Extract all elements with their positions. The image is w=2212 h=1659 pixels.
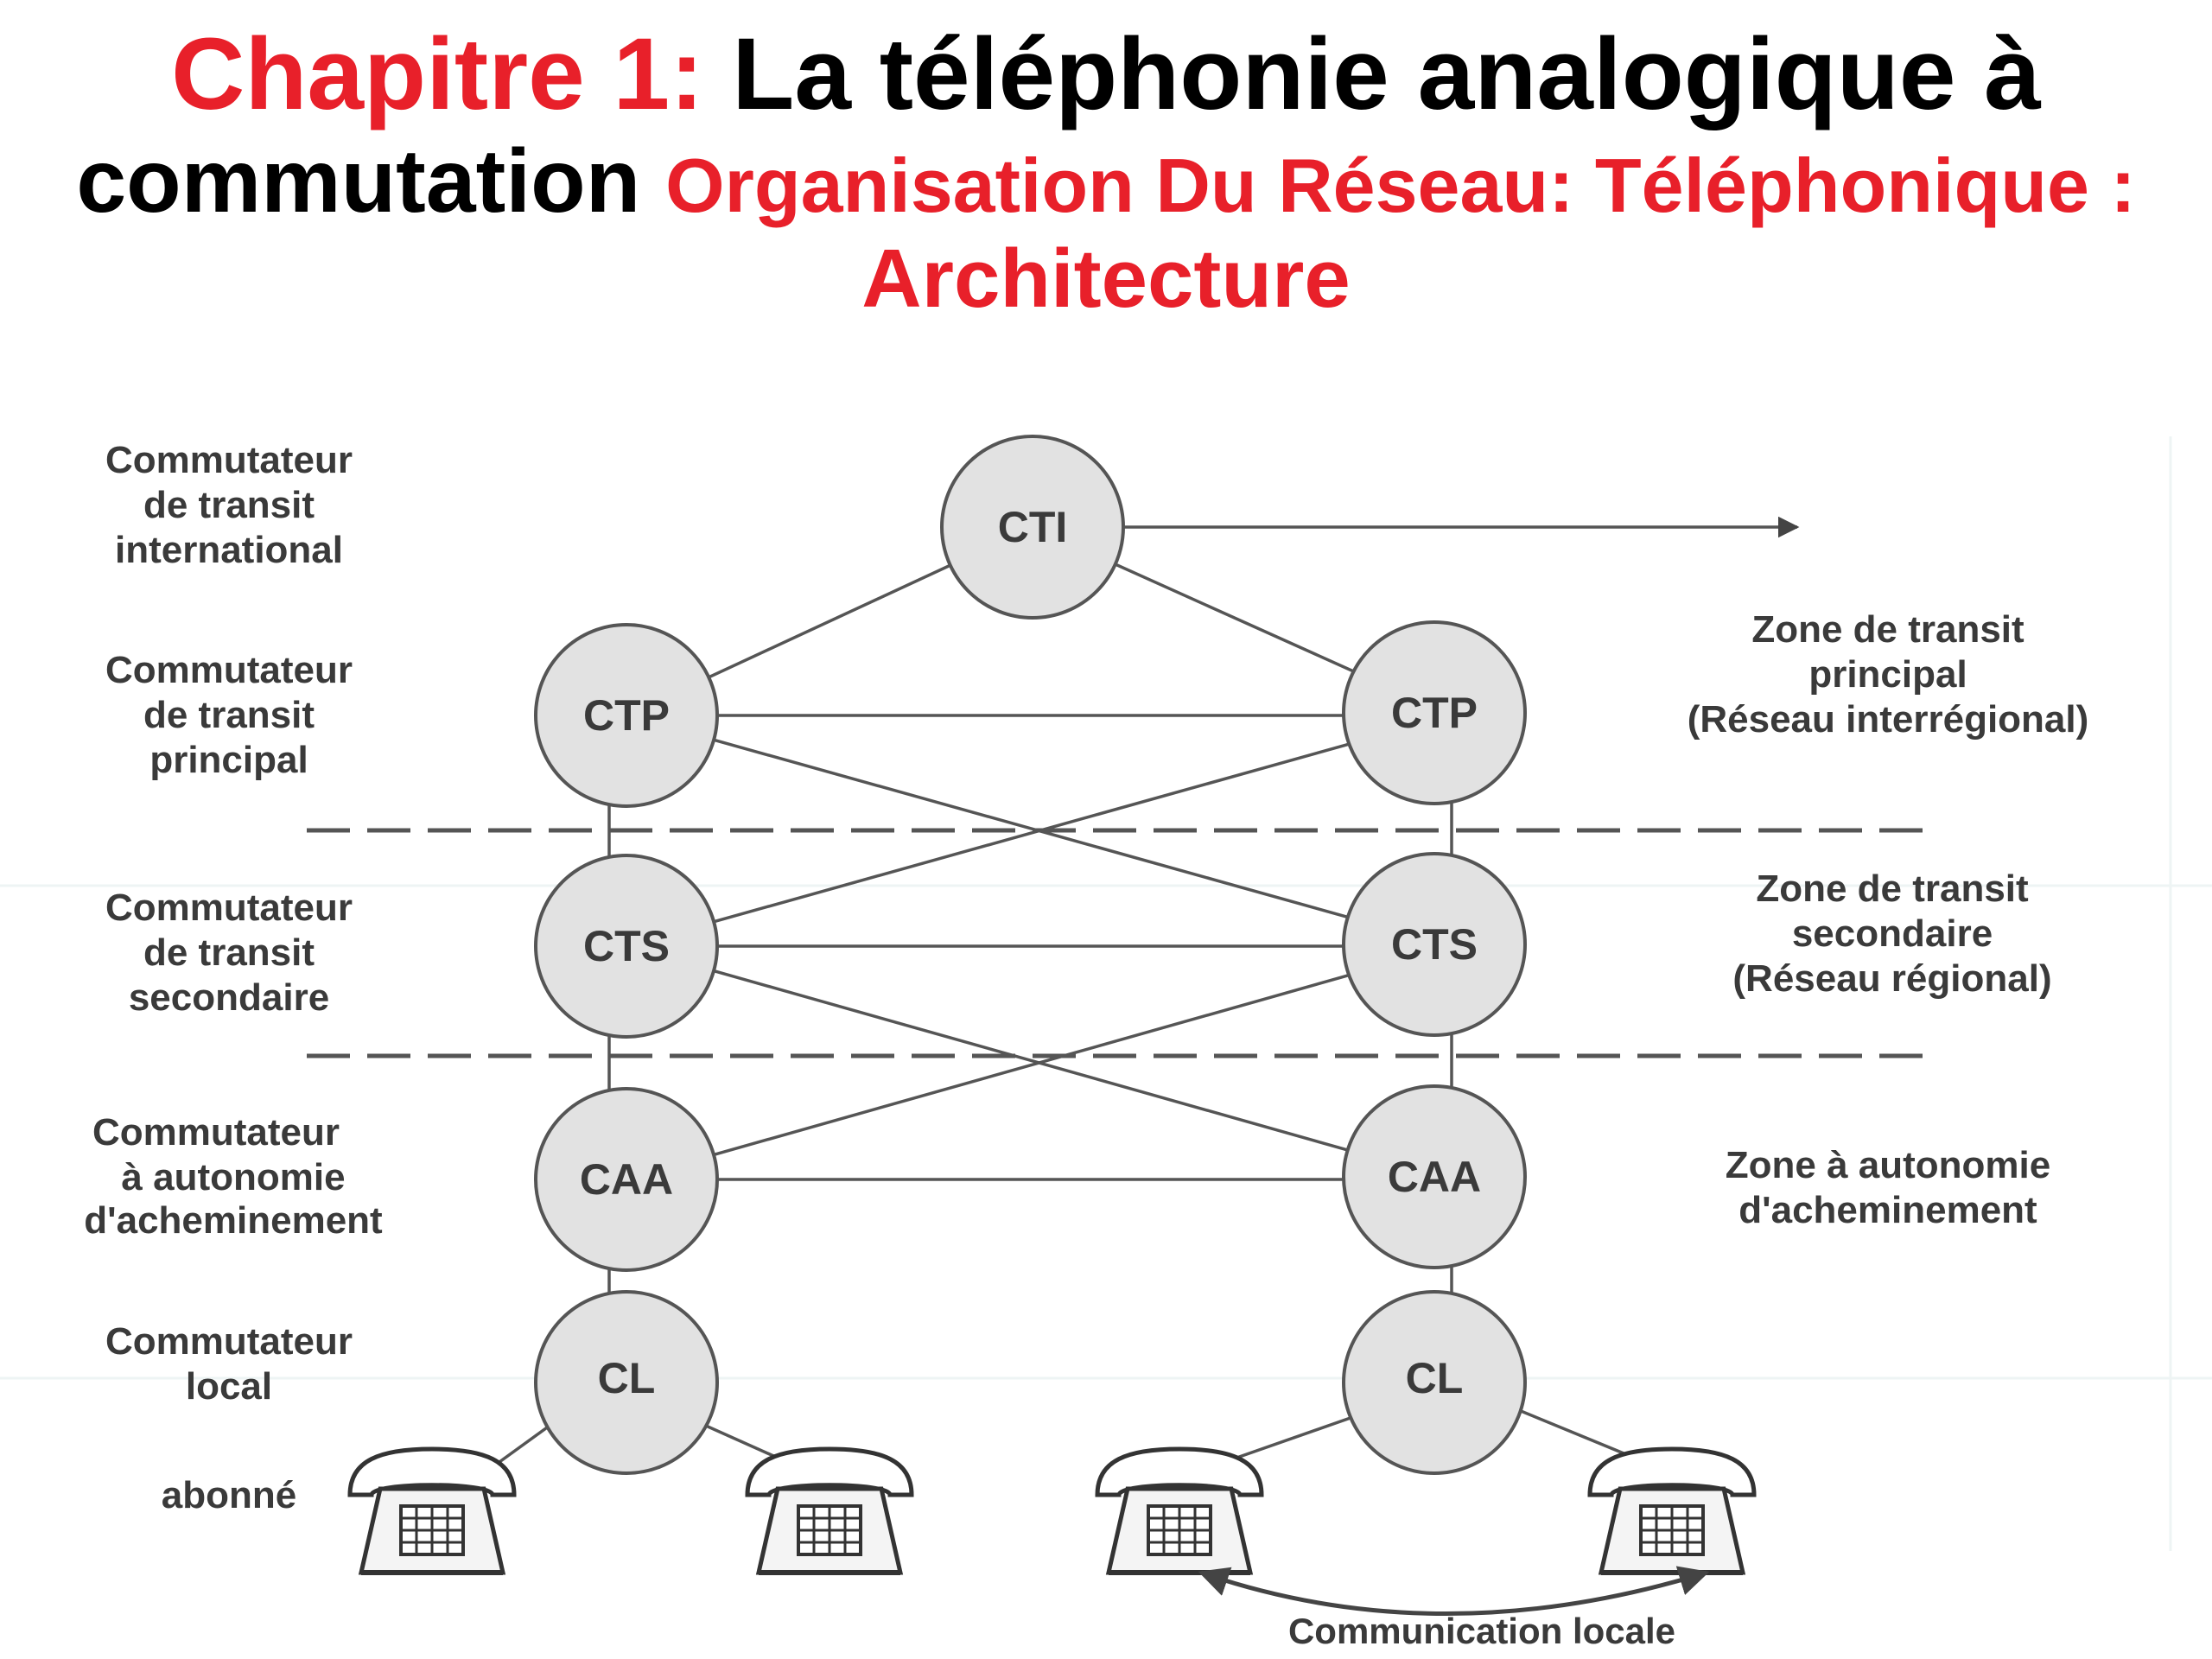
subscriber-label: abonné xyxy=(162,1474,296,1516)
node-label: CTP xyxy=(1391,689,1478,737)
network-architecture-diagram: CTI CTP CTP CTS CTS CAA CAA CL CL Commut… xyxy=(0,435,2212,1651)
node-label: CL xyxy=(598,1354,656,1402)
level-local-line: Commutateur xyxy=(105,1320,353,1363)
zone-secondaire-line: secondaire xyxy=(1792,912,1993,955)
telephone-icon xyxy=(1097,1449,1262,1573)
level-principal-line: de transit xyxy=(143,694,315,736)
subtitle-part-2: Architecture xyxy=(861,232,1351,325)
node-ctp-left: CTP xyxy=(534,623,719,808)
level-secondaire-line: de transit xyxy=(143,931,315,974)
node-caa-right: CAA xyxy=(1342,1084,1527,1269)
level-autonomie-line: d'acheminement xyxy=(84,1199,383,1242)
node-cl-left: CL xyxy=(534,1290,719,1475)
zone-principal-line: (Réseau interrégional) xyxy=(1688,698,2089,741)
link-cts-caa-cross xyxy=(626,944,1452,1181)
node-ctp-right: CTP xyxy=(1342,620,1527,805)
title-part-2: commutation xyxy=(76,131,641,232)
header-line-1: Chapitre 1: La téléphonie analogique à xyxy=(0,17,2212,131)
title-part-1: La téléphonie analogique à xyxy=(732,17,2041,131)
node-label: CAA xyxy=(1388,1153,1481,1201)
node-label: CTP xyxy=(583,691,670,740)
zone-autonomie-line: Zone à autonomie xyxy=(1726,1144,2050,1186)
telephone-icon xyxy=(747,1449,912,1573)
zone-secondaire-line: (Réseau régional) xyxy=(1732,957,2051,1000)
zone-principal-line: Zone de transit xyxy=(1751,608,2024,651)
zone-secondaire-line: Zone de transit xyxy=(1756,868,2029,910)
level-labels: Commutateur de transit international Com… xyxy=(84,439,383,1516)
node-label: CL xyxy=(1406,1354,1464,1402)
node-label: CTS xyxy=(583,922,670,970)
node-cts-left: CTS xyxy=(534,854,719,1039)
level-autonomie-line: Commutateur xyxy=(92,1111,340,1154)
node-cti: CTI xyxy=(940,435,1125,620)
header-line-2: commutation Organisation Du Réseau: Télé… xyxy=(0,131,2212,232)
subtitle-part-1: Organisation Du Réseau: Téléphonique : xyxy=(665,143,2136,229)
level-international-line: international xyxy=(115,529,343,571)
level-principal-line: principal xyxy=(149,739,308,781)
level-secondaire-line: secondaire xyxy=(129,976,329,1019)
level-international-line: de transit xyxy=(143,484,315,526)
node-cts-right: CTS xyxy=(1342,852,1527,1037)
local-communication-label: Communication locale xyxy=(1288,1611,1675,1651)
node-label: CTI xyxy=(998,503,1068,551)
telephone-icon xyxy=(350,1449,514,1573)
level-local-line: local xyxy=(186,1365,272,1408)
slide-header: Chapitre 1: La téléphonie analogique à c… xyxy=(0,17,2212,325)
local-communication-arrow xyxy=(1198,1566,1710,1616)
zone-principal-line: principal xyxy=(1808,653,1967,696)
zone-autonomie-line: d'acheminement xyxy=(1738,1189,2037,1231)
node-label: CTS xyxy=(1391,920,1478,969)
level-principal-line: Commutateur xyxy=(105,649,353,691)
level-autonomie-line: à autonomie xyxy=(121,1156,345,1198)
level-international-line: Commutateur xyxy=(105,439,353,481)
node-label: CAA xyxy=(580,1155,673,1204)
zone-labels: Zone de transit principal (Réseau interr… xyxy=(1688,608,2089,1231)
node-cl-right: CL xyxy=(1342,1290,1527,1475)
telephone-icon xyxy=(1590,1449,1754,1573)
node-caa-left: CAA xyxy=(534,1087,719,1272)
chapter-label: Chapitre 1: xyxy=(171,17,704,131)
level-secondaire-line: Commutateur xyxy=(105,887,353,929)
